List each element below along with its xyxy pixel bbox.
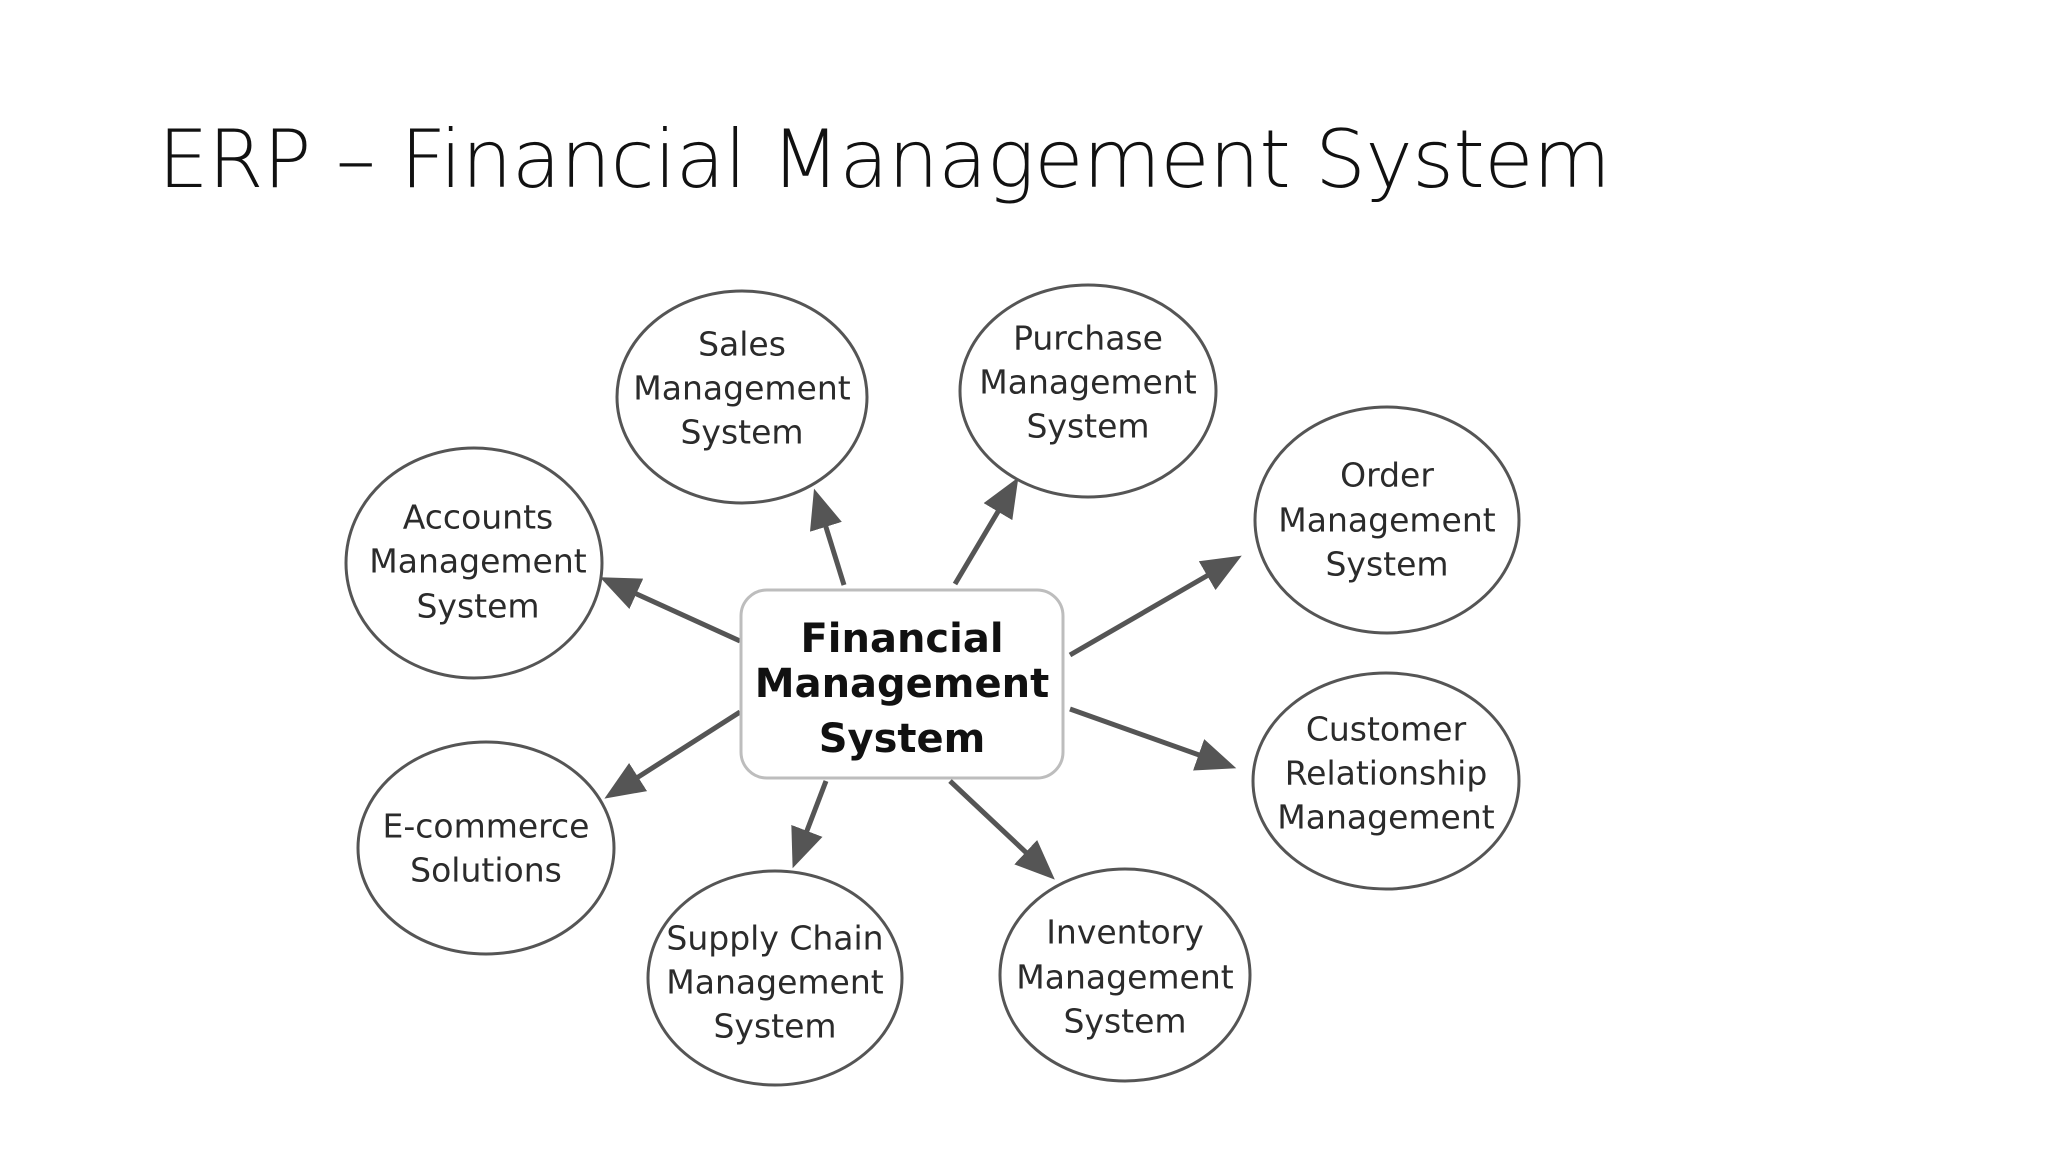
node-purchase-line-3: System: [1026, 407, 1149, 446]
node-inventory-line-1: Inventory: [1046, 913, 1204, 952]
node-ecommerce-ellipse: [356, 740, 616, 956]
slide-title: ERP – Financial Management System: [158, 113, 1611, 206]
hub-node: Financial Management System: [739, 588, 1065, 780]
node-ecommerce-line-2: Solutions: [410, 851, 562, 890]
node-inventory-line-2: Management: [1016, 958, 1233, 997]
node-accounts-line-2: Management: [369, 542, 586, 581]
node-ecommerce: E-commerce Solutions: [356, 740, 616, 956]
node-inventory: Inventory Management System: [998, 867, 1252, 1083]
node-purchase-line-2: Management: [979, 363, 1196, 402]
node-inventory-line-3: System: [1063, 1002, 1186, 1041]
arrow-to-purchase: [952, 477, 1019, 586]
node-sales-line-1: Sales: [698, 325, 786, 364]
arrow-to-ecommerce: [604, 709, 742, 799]
node-crm: Customer Relationship Management: [1251, 671, 1521, 891]
node-crm-line-2: Relationship: [1285, 754, 1488, 793]
node-supply-chain-line-2: Management: [666, 963, 883, 1002]
node-order: Order Management System: [1253, 405, 1521, 635]
node-ecommerce-line-1: E-commerce: [383, 807, 590, 846]
node-purchase: Purchase Management System: [958, 283, 1218, 499]
node-order-line-1: Order: [1340, 456, 1434, 495]
node-sales-line-3: System: [680, 413, 803, 452]
hub-label-line-1: Financial: [800, 616, 1003, 662]
hub-label-line-3: System: [819, 716, 986, 762]
arrow-to-inventory: [948, 779, 1055, 880]
node-sales: Sales Management System: [615, 289, 869, 505]
node-order-line-3: System: [1325, 545, 1448, 584]
node-order-line-2: Management: [1278, 501, 1495, 540]
node-accounts-ellipse: [344, 446, 604, 680]
arrow-to-order: [1068, 555, 1242, 658]
node-crm-line-1: Customer: [1306, 710, 1467, 749]
node-purchase-line-1: Purchase: [1013, 319, 1163, 358]
node-order-ellipse: [1253, 405, 1521, 635]
hub-box: [739, 588, 1065, 780]
hub-label-line-2: Management: [755, 661, 1049, 707]
node-supply-chain: Supply Chain Management System: [646, 869, 904, 1087]
arrow-to-crm: [1069, 706, 1237, 771]
node-crm-ellipse: [1251, 671, 1521, 891]
arrow-to-sales: [809, 488, 847, 586]
arrow-to-supply-chain: [791, 780, 829, 869]
node-sales-ellipse: [615, 289, 869, 505]
node-purchase-ellipse: [958, 283, 1218, 499]
node-inventory-ellipse: [998, 867, 1252, 1083]
node-sales-line-2: Management: [633, 369, 850, 408]
arrow-to-accounts: [599, 577, 742, 644]
node-supply-chain-line-3: System: [713, 1007, 836, 1046]
node-accounts: Accounts Management System: [344, 446, 604, 680]
node-supply-chain-line-1: Supply Chain: [666, 919, 883, 958]
node-crm-line-3: Management: [1277, 798, 1494, 837]
arrows: [599, 477, 1242, 880]
node-accounts-line-3: System: [416, 587, 539, 626]
node-supply-chain-ellipse: [646, 869, 904, 1087]
node-accounts-line-1: Accounts: [403, 498, 553, 537]
